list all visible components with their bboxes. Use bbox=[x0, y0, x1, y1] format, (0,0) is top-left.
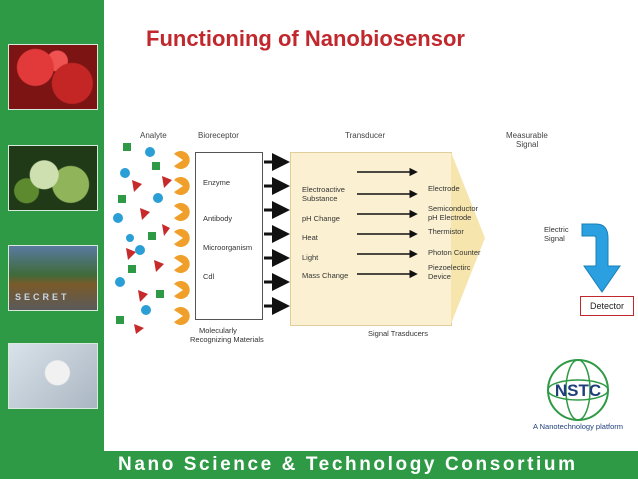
landscape-image: SECRET bbox=[8, 245, 98, 311]
signal-transducers-label: Signal Trasducers bbox=[368, 329, 429, 338]
nstc-globe-icon: NSTC bbox=[547, 359, 609, 421]
transducer-output-electrode: Electrode bbox=[428, 184, 460, 193]
footer-text: Nano Science & Technology Consortium bbox=[118, 454, 578, 475]
signal-arrowhead bbox=[451, 152, 485, 324]
transducer-output-photon: Photon Counter bbox=[428, 248, 481, 257]
slide-title: Functioning of Nanobiosensor bbox=[146, 26, 465, 51]
transducer-output-thermistor: Thermistor bbox=[428, 227, 464, 236]
left-sidebar: SECRET bbox=[0, 0, 104, 451]
bioreceptor-antibody: Antibody bbox=[203, 214, 233, 223]
red-blood-cells-image bbox=[8, 44, 98, 110]
analyte-field bbox=[113, 143, 190, 334]
measurable-signal-header-line1: Measurable bbox=[506, 131, 548, 140]
nstc-logo: NSTC A Nanotechnology platform bbox=[524, 358, 632, 434]
transducer-arrows bbox=[357, 167, 418, 279]
cells-image bbox=[8, 145, 98, 211]
bioreceptor-arrows bbox=[264, 153, 290, 315]
molecular-label-line2: Recognizing Materials bbox=[190, 335, 264, 344]
bioreceptor-cdl: Cdl bbox=[203, 272, 215, 281]
nanorobot-image bbox=[8, 343, 98, 409]
molecular-label-line1: Molecularly bbox=[199, 326, 237, 335]
transducer-box bbox=[290, 152, 452, 326]
transducer-input-ph: pH Change bbox=[302, 214, 340, 223]
transducer-input-heat: Heat bbox=[302, 233, 318, 242]
transducer-header: Transducer bbox=[345, 131, 386, 140]
footer-bar bbox=[0, 451, 638, 479]
bioreceptor-box bbox=[195, 152, 263, 320]
transducer-input-light: Light bbox=[302, 253, 319, 262]
nstc-tagline: A Nanotechnology platform bbox=[532, 422, 624, 431]
svg-text:NSTC: NSTC bbox=[555, 381, 601, 400]
detector-arrow-icon bbox=[581, 223, 621, 293]
detector-box: Detector bbox=[580, 296, 634, 316]
measurable-signal-header-line2: Signal bbox=[516, 140, 539, 149]
bioreceptor-header: Bioreceptor bbox=[198, 131, 239, 140]
bioreceptor-enzyme: Enzyme bbox=[203, 178, 231, 187]
analyte-header: Analyte bbox=[140, 131, 167, 140]
bioreceptor-microorganism: Microorganism bbox=[203, 243, 253, 252]
transducer-input-mass: Mass Change bbox=[302, 271, 349, 280]
